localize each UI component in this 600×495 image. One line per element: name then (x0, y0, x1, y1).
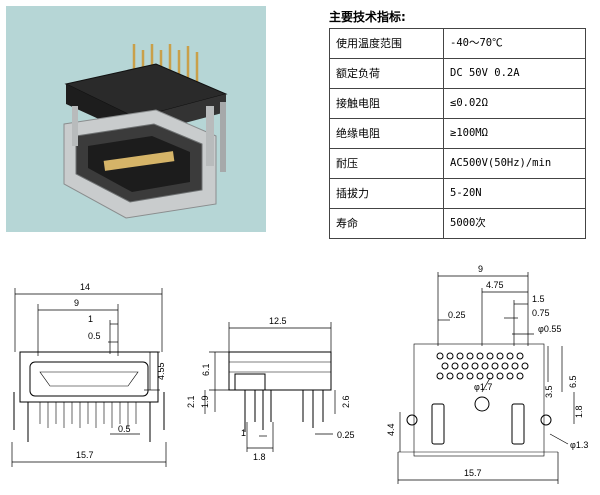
spec-label: 额定负荷 (329, 58, 444, 89)
side-view-drawing: 12.5 6.1 2.1 1.9 2.6 1 1.8 0.25 (185, 262, 365, 495)
dim-0-5-bottom: 0.5 (118, 424, 131, 434)
dim-3-5: 3.5 (544, 385, 554, 398)
dim-6-1: 6.1 (201, 363, 211, 376)
dim-15-7: 15.7 (76, 450, 94, 460)
dim-0-25: 0.25 (337, 430, 355, 440)
dim-14: 14 (80, 282, 90, 292)
spec-value: 5000次 (443, 208, 586, 239)
spec-row: 接触电阻≤0.02Ω (329, 88, 586, 119)
dim-4-4: 4.4 (386, 423, 396, 436)
spec-label: 绝缘电阻 (329, 118, 444, 149)
dim-phi-1-3: φ1.3 (570, 440, 588, 450)
spec-label: 使用温度范围 (329, 28, 444, 59)
product-photo (6, 6, 266, 232)
dim-0-25-fp: 0.25 (448, 310, 466, 320)
dim-0-75: 0.75 (532, 308, 550, 318)
dim-9: 9 (74, 298, 79, 308)
dim-2-1: 2.1 (186, 395, 196, 408)
dim-1-5: 1.5 (532, 294, 545, 304)
spec-label: 寿命 (329, 208, 444, 239)
dim-1-8-fp: 1.8 (574, 405, 584, 418)
spec-value: ≥100MΩ (443, 118, 586, 149)
dim-0-5: 0.5 (88, 331, 101, 341)
dim-9-fp: 9 (478, 264, 483, 274)
dim-1-8: 1.8 (253, 452, 266, 462)
spec-value: AC500V(50Hz)/min (443, 148, 586, 179)
spec-label: 耐压 (329, 148, 444, 179)
dim-phi-1-7: φ1.7 (474, 382, 492, 392)
spec-row: 使用温度范围-40～70℃ (329, 28, 586, 59)
dim-1-9: 1.9 (200, 395, 210, 408)
spec-row: 绝缘电阻≥100MΩ (329, 118, 586, 149)
spec-value: -40～70℃ (443, 28, 586, 59)
spec-value: DC 50V 0.2A (443, 58, 586, 89)
dim-15-7-fp: 15.7 (464, 468, 482, 478)
front-view-drawing: 14 9 1 0.5 4.55 0.5 15.7 (0, 262, 180, 495)
dim-12-5: 12.5 (269, 316, 287, 326)
dim-6-5: 6.5 (568, 375, 578, 388)
dim-1-side: 1 (241, 428, 246, 438)
dim-4-75: 4.75 (486, 280, 504, 290)
spec-title: 主要技术指标: (329, 10, 406, 24)
pad-grid (436, 352, 529, 380)
spec-label: 插拔力 (329, 178, 444, 209)
dim-phi-0-55: φ0.55 (538, 324, 561, 334)
spec-value: 5-20N (443, 178, 586, 209)
dim-2-6: 2.6 (341, 395, 351, 408)
footprint-drawing: 9 4.75 1.5 0.25 0.75 φ0.55 φ1.7 3.5 6.5 … (378, 262, 600, 495)
spec-label: 接触电阻 (329, 88, 444, 119)
spec-value: ≤0.02Ω (443, 88, 586, 119)
dim-4-55: 4.55 (156, 362, 166, 380)
dim-1: 1 (88, 314, 93, 324)
